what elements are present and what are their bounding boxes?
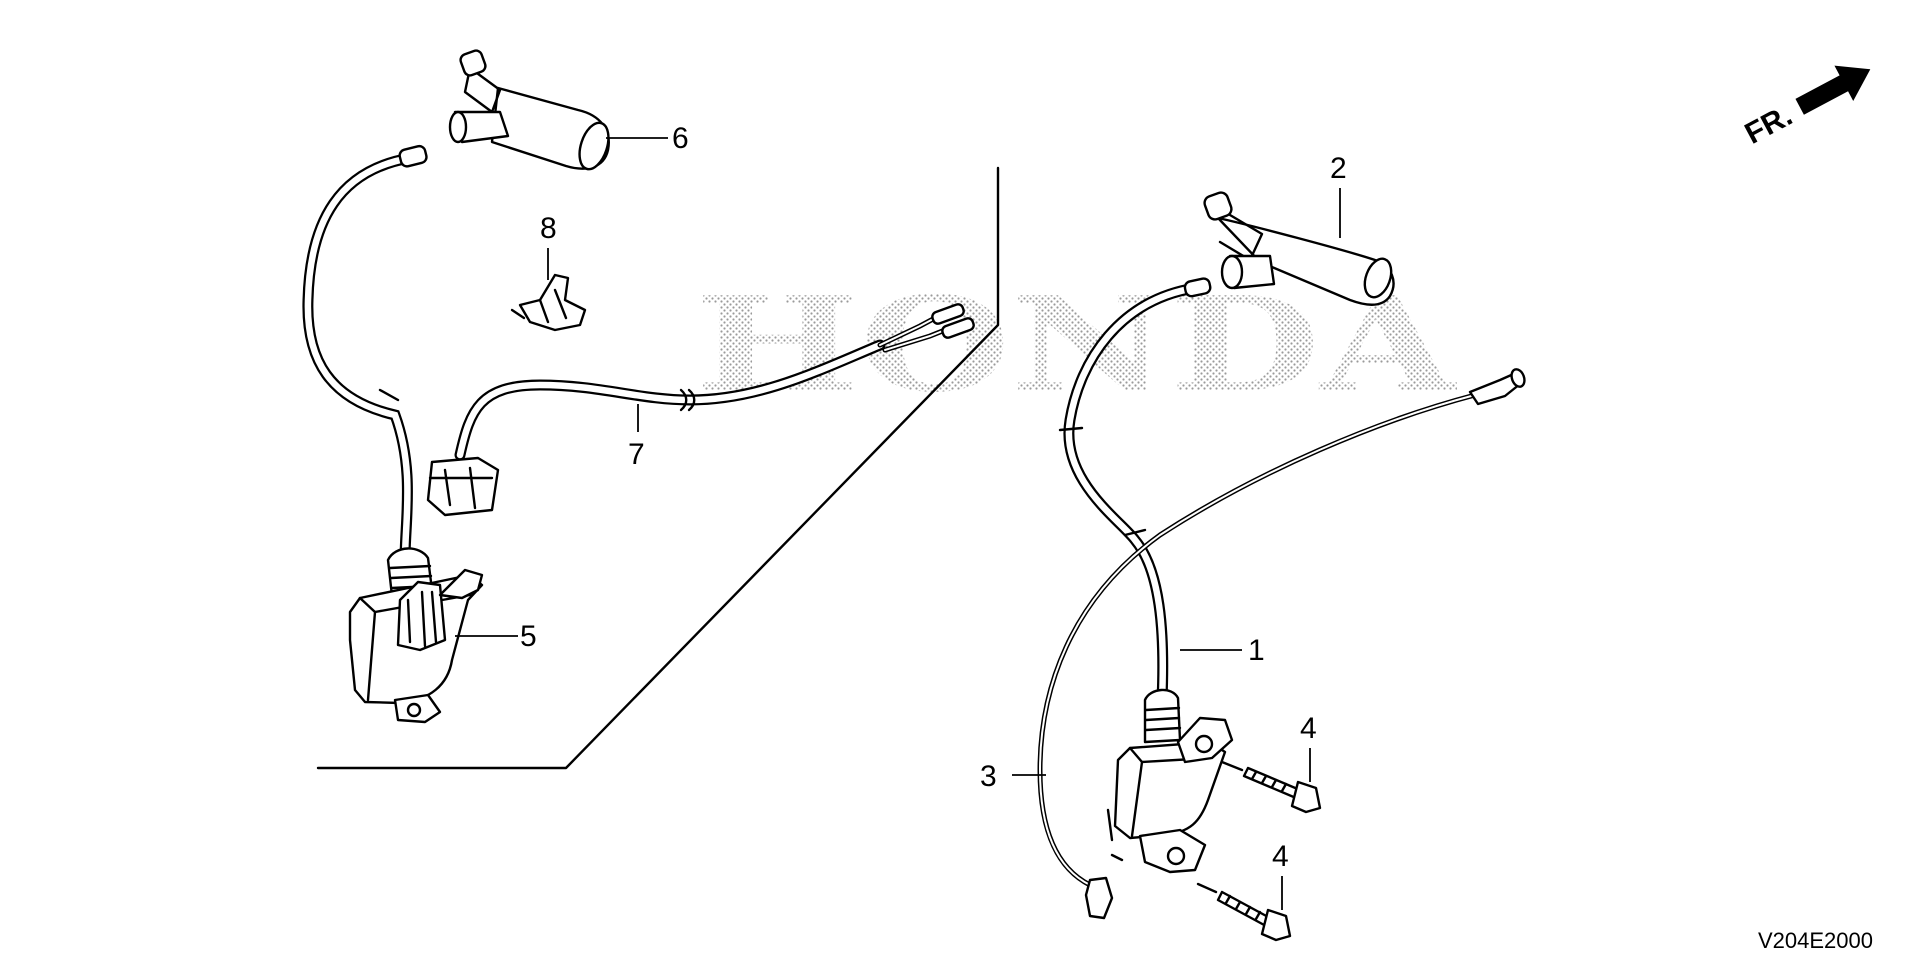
front-direction-indicator: FR. xyxy=(1740,65,1871,151)
bolt-upper xyxy=(1242,766,1322,814)
ignition-coil-wire-right xyxy=(1058,277,1212,706)
ignition-coil-wire-left xyxy=(302,144,428,566)
wire-harness xyxy=(426,303,975,517)
stop-wire xyxy=(1037,368,1526,920)
spark-plug-cap-left xyxy=(448,49,610,171)
bolt-lower xyxy=(1216,890,1292,942)
callout-2: 2 xyxy=(1330,152,1347,185)
callout-4-upper: 4 xyxy=(1300,712,1317,745)
spark-plug-cap-right xyxy=(1203,191,1395,306)
front-arrow-icon xyxy=(1795,65,1871,115)
front-label: FR. xyxy=(1740,99,1798,151)
callout-6: 6 xyxy=(672,122,689,155)
callout-1: 1 xyxy=(1248,634,1265,667)
callout-7: 7 xyxy=(628,438,645,471)
callout-3: 3 xyxy=(980,760,997,793)
ignition-coil-right xyxy=(1106,688,1234,874)
ignition-coil-left xyxy=(348,547,484,724)
leader-lines xyxy=(455,137,1341,910)
wire-clip xyxy=(510,273,587,332)
section-divider-line xyxy=(316,166,1000,770)
callout-8: 8 xyxy=(540,212,557,245)
diagram-reference-code: V204E2000 xyxy=(1758,928,1873,953)
callout-5: 5 xyxy=(520,620,537,653)
callout-4-lower: 4 xyxy=(1272,840,1289,873)
